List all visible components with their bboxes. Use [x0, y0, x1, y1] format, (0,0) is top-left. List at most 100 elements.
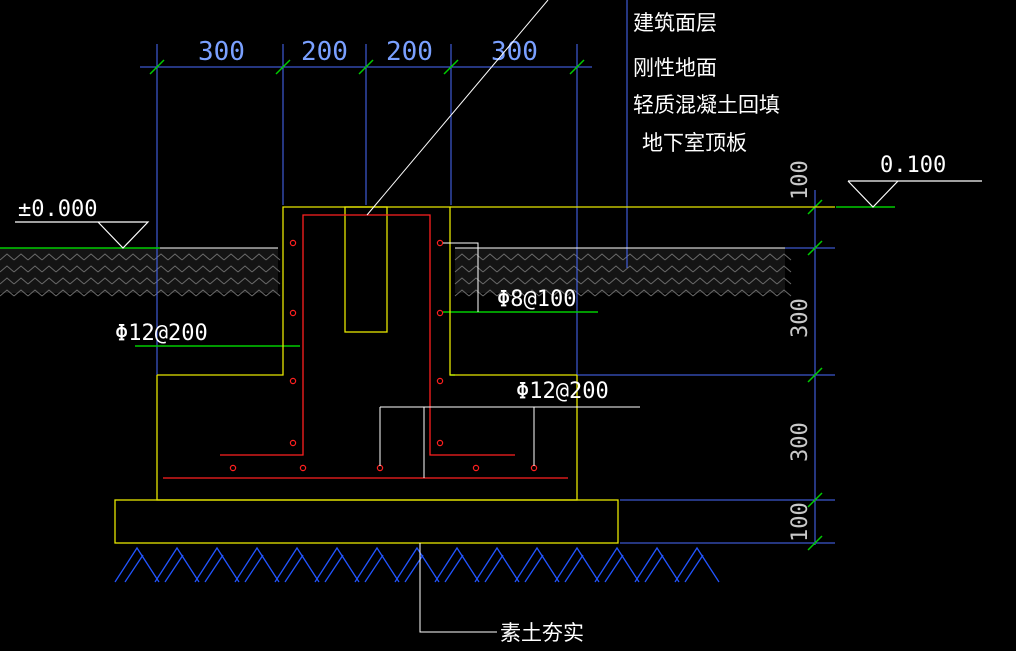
hatch-stroke	[496, 277, 512, 285]
hatch-stroke	[748, 289, 764, 297]
soil-hatch-stroke	[364, 554, 384, 583]
hatch-stroke	[538, 277, 554, 285]
hatch-stroke	[223, 265, 239, 273]
hatch-stroke	[237, 253, 253, 261]
hatch-stroke	[83, 289, 99, 297]
ground-label: 素土夯实	[500, 621, 584, 645]
hatch-stroke	[139, 289, 155, 297]
hatch-stroke	[111, 277, 127, 285]
hatch-stroke	[524, 265, 540, 273]
hatch-stroke	[608, 277, 624, 285]
soil-hatch-stroke	[594, 546, 640, 583]
layer-4-label: 地下室顶板	[642, 131, 747, 155]
hatch-stroke	[650, 289, 666, 297]
soil-hatch-stroke	[514, 546, 560, 583]
hatch-stroke	[580, 253, 596, 261]
soil-hatch-stroke	[234, 546, 280, 583]
dim-300-right: 300	[491, 37, 538, 67]
soil-hatch-stroke	[524, 554, 544, 583]
top-dimension-labels: 300 200 200 300	[198, 37, 538, 67]
hatch-stroke	[468, 265, 484, 273]
hatch-stroke	[636, 253, 652, 261]
hatch-stroke	[181, 265, 197, 273]
hatch-stroke	[734, 265, 750, 273]
hatch-stroke	[482, 277, 498, 285]
hatch-stroke	[41, 253, 57, 261]
hatch-stroke	[55, 265, 71, 273]
hatch-stroke	[524, 253, 540, 261]
rebar-label-left: Φ12@200	[115, 321, 208, 346]
hatch-stroke	[664, 277, 680, 285]
hatch-stroke	[237, 265, 253, 273]
hatch-stroke	[83, 277, 99, 285]
hatch-stroke	[454, 253, 470, 261]
soil-hatch-stroke	[644, 554, 664, 583]
hatch-stroke	[167, 277, 183, 285]
hatch-stroke	[734, 277, 750, 285]
hatch-stroke	[251, 265, 267, 273]
hatch-stroke	[111, 289, 127, 297]
hatch-stroke	[41, 277, 57, 285]
hatch-stroke	[482, 289, 498, 297]
dim-right-100-top: 100	[788, 160, 813, 200]
dim-300-left: 300	[198, 37, 245, 67]
layer-1-label: 建筑面层	[633, 11, 717, 35]
hatch-stroke	[594, 265, 610, 273]
hatch-stroke	[153, 277, 169, 285]
concrete-outline	[114, 206, 835, 544]
hatch-stroke	[237, 277, 253, 285]
hatch-stroke	[13, 253, 29, 261]
hatch-stroke	[125, 265, 141, 273]
hatch-stroke	[650, 253, 666, 261]
hatch-stroke	[265, 265, 281, 273]
hatch-stroke	[510, 277, 526, 285]
hatch-stroke	[524, 277, 540, 285]
hatch-stroke	[468, 289, 484, 297]
hatch-stroke	[706, 277, 722, 285]
elevation-left-label: ±0.000	[18, 197, 97, 222]
soil-hatch-stroke	[484, 554, 504, 583]
soil-hatch-stroke	[154, 546, 200, 583]
hatch-stroke	[720, 253, 736, 261]
hatch-stroke	[566, 277, 582, 285]
hatch-stroke	[608, 289, 624, 297]
soil-hatch-stroke	[164, 554, 184, 583]
hatch-stroke	[706, 265, 722, 273]
hatch-stroke	[265, 289, 281, 297]
hatch-stroke	[580, 277, 596, 285]
hatch-stroke	[706, 289, 722, 297]
dim-right-300-upper: 300	[788, 298, 813, 338]
hatch-stroke	[167, 253, 183, 261]
hatch-stroke	[650, 277, 666, 285]
hatch-stroke	[678, 289, 694, 297]
hatch-stroke	[720, 289, 736, 297]
hatch-stroke	[594, 253, 610, 261]
hatch-stroke	[622, 289, 638, 297]
hatch-stroke	[27, 277, 43, 285]
hatch-stroke	[636, 277, 652, 285]
hatch-stroke	[776, 265, 792, 273]
hatch-stroke	[0, 265, 15, 273]
hatch-stroke	[664, 289, 680, 297]
hatch-stroke	[482, 265, 498, 273]
hatch-stroke	[69, 289, 85, 297]
hatch-stroke	[762, 277, 778, 285]
hatch-stroke	[167, 265, 183, 273]
hatch-stroke	[678, 253, 694, 261]
hatch-stroke	[209, 265, 225, 273]
hatch-stroke	[650, 265, 666, 273]
hatch-stroke	[97, 253, 113, 261]
hatch-stroke	[181, 277, 197, 285]
layer-2-label: 刚性地面	[633, 56, 717, 80]
hatch-stroke	[0, 277, 15, 285]
hatch-stroke	[13, 277, 29, 285]
hatch-stroke	[251, 253, 267, 261]
rebar-label-bottom: Φ12@200	[516, 379, 609, 404]
hatch-stroke	[622, 253, 638, 261]
hatch-stroke	[97, 289, 113, 297]
soil-hatch-stroke	[324, 554, 344, 583]
hatch-stroke	[538, 265, 554, 273]
soil-hatch-stroke	[604, 554, 624, 583]
ground-hatch	[0, 248, 792, 297]
hatch-stroke	[608, 265, 624, 273]
